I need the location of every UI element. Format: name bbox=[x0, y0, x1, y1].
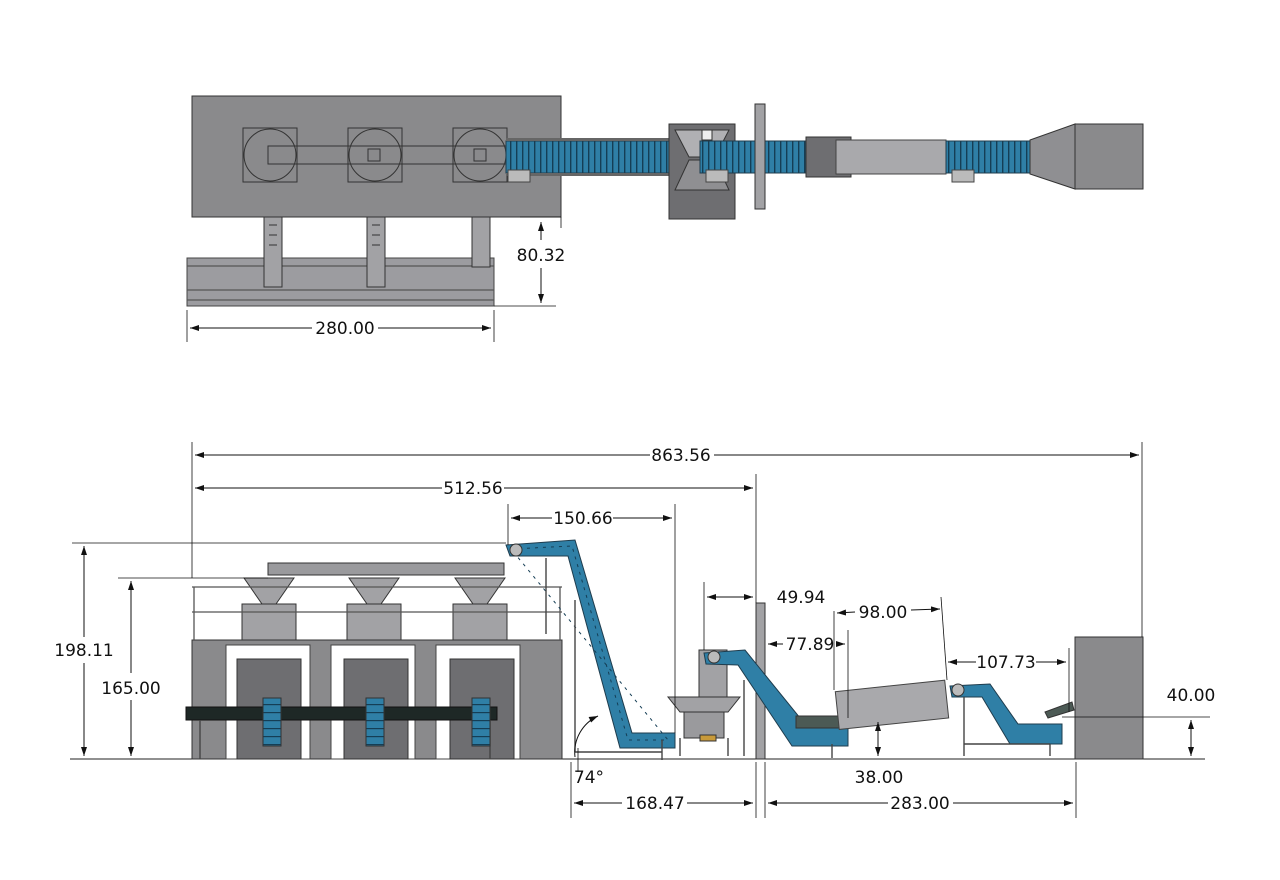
top-conveyor-1 bbox=[505, 138, 672, 183]
dim-to-divider: 512.56 bbox=[195, 474, 757, 603]
dim-end-height: 40.00 bbox=[1062, 686, 1215, 756]
dim-label-40: 40.00 bbox=[1167, 686, 1216, 706]
dim-drum: 98.00 bbox=[833, 596, 948, 690]
top-drum bbox=[805, 136, 947, 178]
dim-label-77: 77.89 bbox=[786, 635, 835, 655]
dim-base-right: 283.00 bbox=[764, 762, 1077, 818]
dim-machine-height: 165.00 bbox=[101, 577, 268, 756]
side-incline-conveyor-1 bbox=[505, 539, 676, 760]
dim-base-left: 168.47 bbox=[570, 762, 757, 818]
top-divider-wall bbox=[754, 103, 766, 210]
dim-label-165: 165.00 bbox=[101, 679, 160, 699]
dim-overall: 863.56 bbox=[191, 442, 1143, 637]
dim-label-74: 74° bbox=[574, 768, 604, 788]
dim-label-863: 863.56 bbox=[651, 446, 710, 466]
dim-label-198: 198.11 bbox=[54, 641, 113, 661]
side-view: 863.56 512.56 150.66 198.11 bbox=[54, 442, 1215, 818]
top-conveyor-3 bbox=[945, 123, 1076, 190]
dim-label-512: 512.56 bbox=[443, 479, 502, 499]
dim-top-width: 280.00 bbox=[186, 310, 495, 342]
top-end-station bbox=[1074, 123, 1144, 190]
dim-label-168: 168.47 bbox=[625, 794, 684, 814]
dim-label-80: 80.32 bbox=[517, 246, 566, 266]
dim-top-offset: 80.32 bbox=[494, 216, 566, 307]
side-machine bbox=[185, 562, 563, 760]
top-machine-housing bbox=[191, 95, 562, 218]
dim-total-height: 198.11 bbox=[54, 542, 506, 756]
dim-label-38: 38.00 bbox=[855, 768, 904, 788]
side-incline-conveyor-3 bbox=[949, 683, 1075, 756]
dim-label-49: 49.94 bbox=[777, 588, 826, 608]
dim-label-98: 98.00 bbox=[859, 603, 908, 623]
dim-drum-height: 38.00 bbox=[855, 722, 904, 788]
side-end-station bbox=[1074, 636, 1144, 760]
dim-label-107: 107.73 bbox=[976, 653, 1035, 673]
top-lower-frame bbox=[186, 216, 495, 307]
side-feeder bbox=[666, 649, 742, 756]
dim-label-150: 150.66 bbox=[553, 509, 612, 529]
dim-reach-2: 107.73 bbox=[948, 648, 1070, 712]
dim-angle: 74° bbox=[574, 715, 604, 788]
top-view: 280.00 80.32 bbox=[186, 95, 1144, 342]
side-drum bbox=[834, 679, 950, 730]
dim-gap: 49.94 bbox=[703, 582, 826, 650]
dim-label-283: 283.00 bbox=[890, 794, 949, 814]
dim-reach-1: 77.89 bbox=[768, 630, 849, 718]
side-incline-conveyor-2 bbox=[703, 649, 849, 758]
dim-incline-width: 150.66 bbox=[507, 504, 676, 733]
dim-label-280: 280.00 bbox=[315, 319, 374, 339]
